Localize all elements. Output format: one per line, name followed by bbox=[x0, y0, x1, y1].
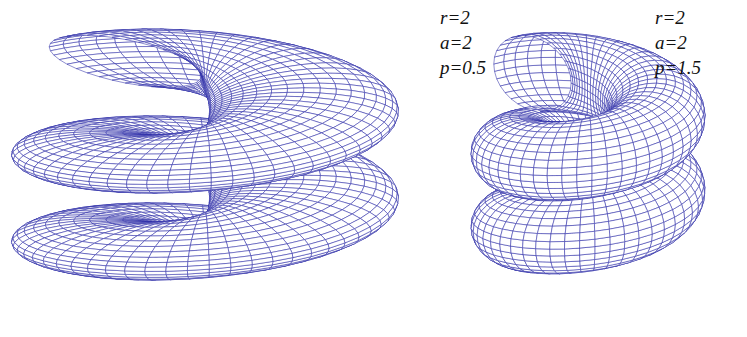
wire-facet bbox=[117, 47, 139, 53]
flat-helical-torus bbox=[12, 29, 399, 280]
wire-facet bbox=[136, 47, 158, 52]
